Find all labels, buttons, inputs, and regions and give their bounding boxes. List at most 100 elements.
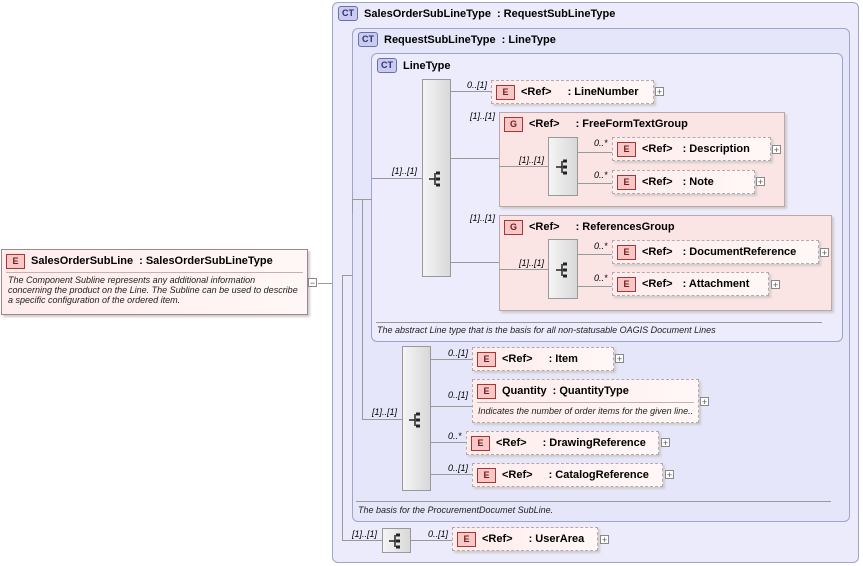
expand-toggle[interactable]: + <box>771 280 780 290</box>
complex-type-name: SalesOrderSubLineType <box>364 7 491 20</box>
sequence-icon <box>556 262 567 278</box>
element-badge: E <box>617 174 636 190</box>
cardinality: [1]..[1] <box>470 213 496 223</box>
cardinality: 0..[1] <box>428 529 449 539</box>
element-quantity[interactable]: E Quantity : QuantityType Indicates the … <box>472 379 699 423</box>
element-name: : Item <box>548 353 578 365</box>
element-badge: E <box>617 244 636 260</box>
element-name: : CatalogReference <box>548 469 649 481</box>
complex-type-base: : RequestSubLineType <box>496 7 616 20</box>
root-element[interactable]: E SalesOrderSubLine : SalesOrderSubLineT… <box>1 249 308 315</box>
cardinality: 0..* <box>594 170 608 180</box>
element-badge: E <box>477 467 496 483</box>
ref-label: <Ref> <box>482 533 513 545</box>
complex-type-badge: CT <box>358 32 378 47</box>
cardinality: [1]..[1] <box>519 155 545 165</box>
expand-toggle[interactable]: + <box>700 397 709 407</box>
sequence-compositor[interactable] <box>548 137 578 196</box>
element-type: : QuantityType <box>552 385 629 397</box>
sequence-compositor[interactable] <box>382 528 411 553</box>
group-name: : ReferencesGroup <box>575 221 675 233</box>
ref-label: <Ref> <box>496 437 527 449</box>
sequence-compositor[interactable] <box>402 346 431 491</box>
element-name: Quantity <box>502 385 547 397</box>
ref-label: <Ref> <box>529 221 560 233</box>
root-element-name: SalesOrderSubLine <box>31 255 134 267</box>
element-name: : DocumentReference <box>682 246 797 258</box>
sequence-compositor[interactable] <box>548 239 578 299</box>
cardinality: 0..* <box>448 431 462 441</box>
expand-toggle[interactable]: + <box>615 354 624 364</box>
cardinality: 0..[1] <box>448 390 469 400</box>
cardinality: 0..[1] <box>448 463 469 473</box>
cardinality: [1]..[1] <box>372 407 398 417</box>
cardinality: 0..* <box>594 241 608 251</box>
element-item[interactable]: E <Ref> : Item <box>472 347 614 371</box>
element-document-reference[interactable]: E <Ref> : DocumentReference <box>612 240 819 264</box>
expand-toggle[interactable]: + <box>665 470 674 480</box>
element-badge: E <box>477 351 496 367</box>
cardinality: 0..[1] <box>448 348 469 358</box>
element-badge: E <box>477 383 496 399</box>
cardinality: 0..* <box>594 138 608 148</box>
root-element-description: The Component Subline represents any add… <box>8 275 298 305</box>
ref-label: <Ref> <box>642 278 673 290</box>
expand-toggle[interactable]: + <box>600 535 609 545</box>
element-badge: E <box>617 276 636 292</box>
expand-toggle[interactable]: + <box>661 438 670 448</box>
expand-toggle[interactable]: + <box>756 177 765 187</box>
element-drawing-reference[interactable]: E <Ref> : DrawingReference <box>466 431 659 455</box>
element-description[interactable]: E <Ref> : Description <box>612 137 771 161</box>
complex-type-title: CT SalesOrderSubLineType : RequestSubLin… <box>338 6 615 21</box>
complex-type-title: CT RequestSubLineType : LineType <box>358 32 556 47</box>
element-name: : UserArea <box>528 533 585 545</box>
ref-label: <Ref> <box>642 143 673 155</box>
complex-type-badge: CT <box>338 6 358 21</box>
cardinality: [1]..[1] <box>470 111 496 121</box>
expand-toggle[interactable]: + <box>772 145 781 155</box>
ref-label: <Ref> <box>642 246 673 258</box>
element-badge: E <box>496 84 515 100</box>
group-name: : FreeFormTextGroup <box>575 118 688 130</box>
element-badge: E <box>471 435 490 451</box>
collapse-toggle[interactable]: − <box>308 278 317 288</box>
sequence-icon <box>556 159 567 175</box>
complex-type-title: CT LineType <box>377 58 450 73</box>
element-name: : DrawingReference <box>542 437 646 449</box>
element-user-area[interactable]: E <Ref> : UserArea <box>452 527 598 551</box>
ref-label: <Ref> <box>521 86 552 98</box>
sequence-compositor[interactable] <box>422 79 451 277</box>
cardinality: [1]..[1] <box>519 258 545 268</box>
element-name: : Attachment <box>682 278 750 290</box>
cardinality: [1]..[1] <box>392 166 418 176</box>
element-badge: E <box>457 531 476 547</box>
line-type-note: The abstract Line type that is the basis… <box>377 325 716 335</box>
cardinality: 0..* <box>594 273 608 283</box>
element-catalog-reference[interactable]: E <Ref> : CatalogReference <box>472 463 663 487</box>
element-note[interactable]: E <Ref> : Note <box>612 170 755 194</box>
ref-label: <Ref> <box>529 118 560 130</box>
element-badge: E <box>6 253 25 269</box>
sequence-icon <box>389 533 400 549</box>
element-name: : Note <box>682 176 714 188</box>
element-name: : Description <box>682 143 750 155</box>
ref-label: <Ref> <box>502 469 533 481</box>
sequence-icon <box>429 171 440 187</box>
complex-type-name: LineType <box>403 59 451 72</box>
cardinality: [1]..[1] <box>352 529 378 539</box>
complex-type-name: RequestSubLineType <box>384 33 496 46</box>
element-name: : LineNumber <box>567 86 639 98</box>
complex-type-base: : LineType <box>501 33 556 46</box>
cardinality: 0..[1] <box>467 80 488 90</box>
sequence-icon <box>409 412 420 428</box>
group-badge: G <box>504 116 523 132</box>
complex-type-badge: CT <box>377 58 397 73</box>
group-badge: G <box>504 219 523 235</box>
element-line-number[interactable]: E <Ref> : LineNumber <box>491 80 654 104</box>
expand-toggle[interactable]: + <box>820 248 829 258</box>
expand-toggle[interactable]: + <box>655 87 664 97</box>
quantity-description: Indicates the number of order items for … <box>478 406 694 416</box>
ref-label: <Ref> <box>502 353 533 365</box>
element-attachment[interactable]: E <Ref> : Attachment <box>612 272 769 296</box>
root-element-type: : SalesOrderSubLineType <box>139 255 273 267</box>
